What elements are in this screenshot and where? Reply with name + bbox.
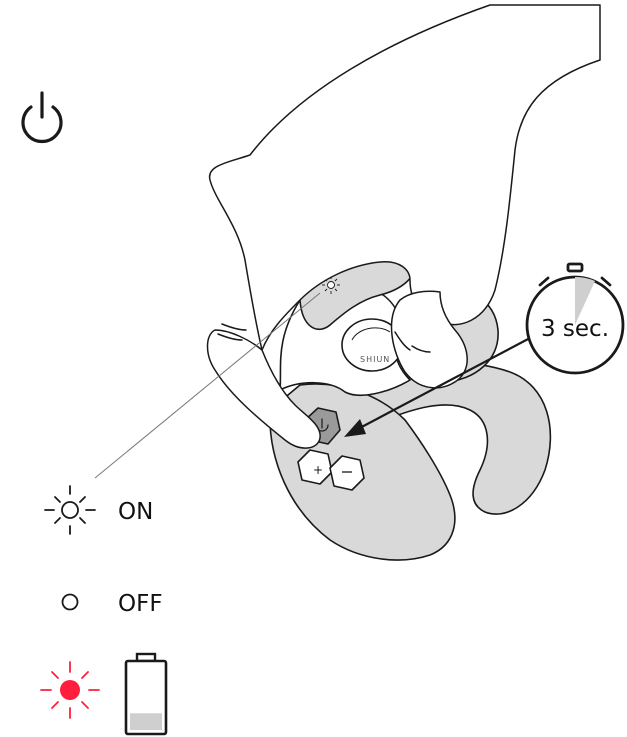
logo-mark: SHIUN [360,355,390,364]
red-blinking-light-icon [41,662,99,718]
light-on-icon [45,486,95,534]
battery-low-icon [126,654,166,734]
power-icon [23,93,61,141]
plus-icon: + [313,463,323,477]
legend-on-label: ON [118,499,153,525]
light-off-icon [63,595,78,610]
timer-label: 3 sec. [541,316,609,342]
battery-level-fill [130,713,162,730]
legend-off-label: OFF [118,591,163,617]
